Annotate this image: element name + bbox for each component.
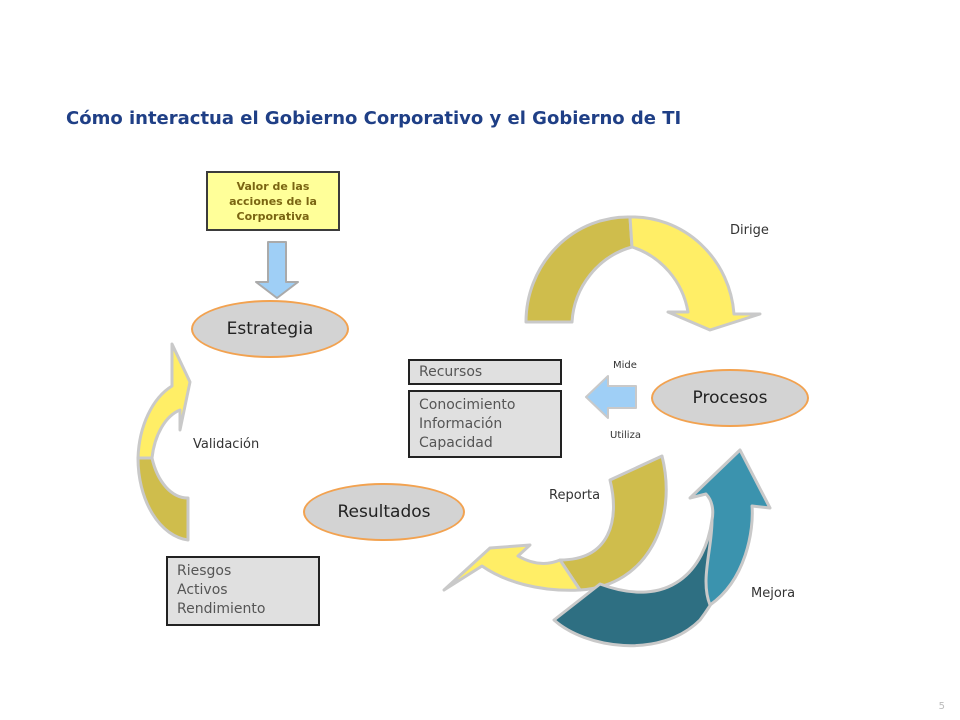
resource-item: Información xyxy=(419,416,503,432)
validacion-arrow xyxy=(136,342,192,542)
recursos-box: Recursos xyxy=(408,359,562,385)
page-title: Cómo interactua el Gobierno Corporativo … xyxy=(66,108,682,129)
mejora-label: Mejora xyxy=(751,586,796,601)
resultados-node: Resultados xyxy=(303,483,465,541)
down-arrow-icon xyxy=(255,241,299,299)
resource-item: Capacidad xyxy=(419,435,493,451)
validacion-label: Validación xyxy=(193,437,260,452)
estrategia-node: Estrategia xyxy=(191,300,349,358)
page-number: 5 xyxy=(938,701,945,712)
mide-label: Mide xyxy=(613,360,637,371)
share-value-box: Valor de las acciones de la Corporativa xyxy=(206,171,340,231)
reporta-arrow xyxy=(442,454,668,592)
result-item: Activos xyxy=(177,582,228,598)
left-arrow-icon xyxy=(585,375,637,419)
results-box: Riesgos Activos Rendimiento xyxy=(166,556,320,626)
dirige-label: Dirige xyxy=(730,223,769,238)
procesos-node: Procesos xyxy=(651,369,809,427)
recursos-label: Recursos xyxy=(419,364,483,380)
resources-box: Conocimiento Información Capacidad xyxy=(408,390,562,458)
result-item: Riesgos xyxy=(177,563,232,579)
mejora-arrow xyxy=(552,448,772,648)
reporta-label: Reporta xyxy=(549,488,601,503)
result-item: Rendimiento xyxy=(177,601,266,617)
utiliza-label: Utiliza xyxy=(610,430,641,441)
dirige-arrow xyxy=(524,215,762,332)
resource-item: Conocimiento xyxy=(419,397,516,413)
